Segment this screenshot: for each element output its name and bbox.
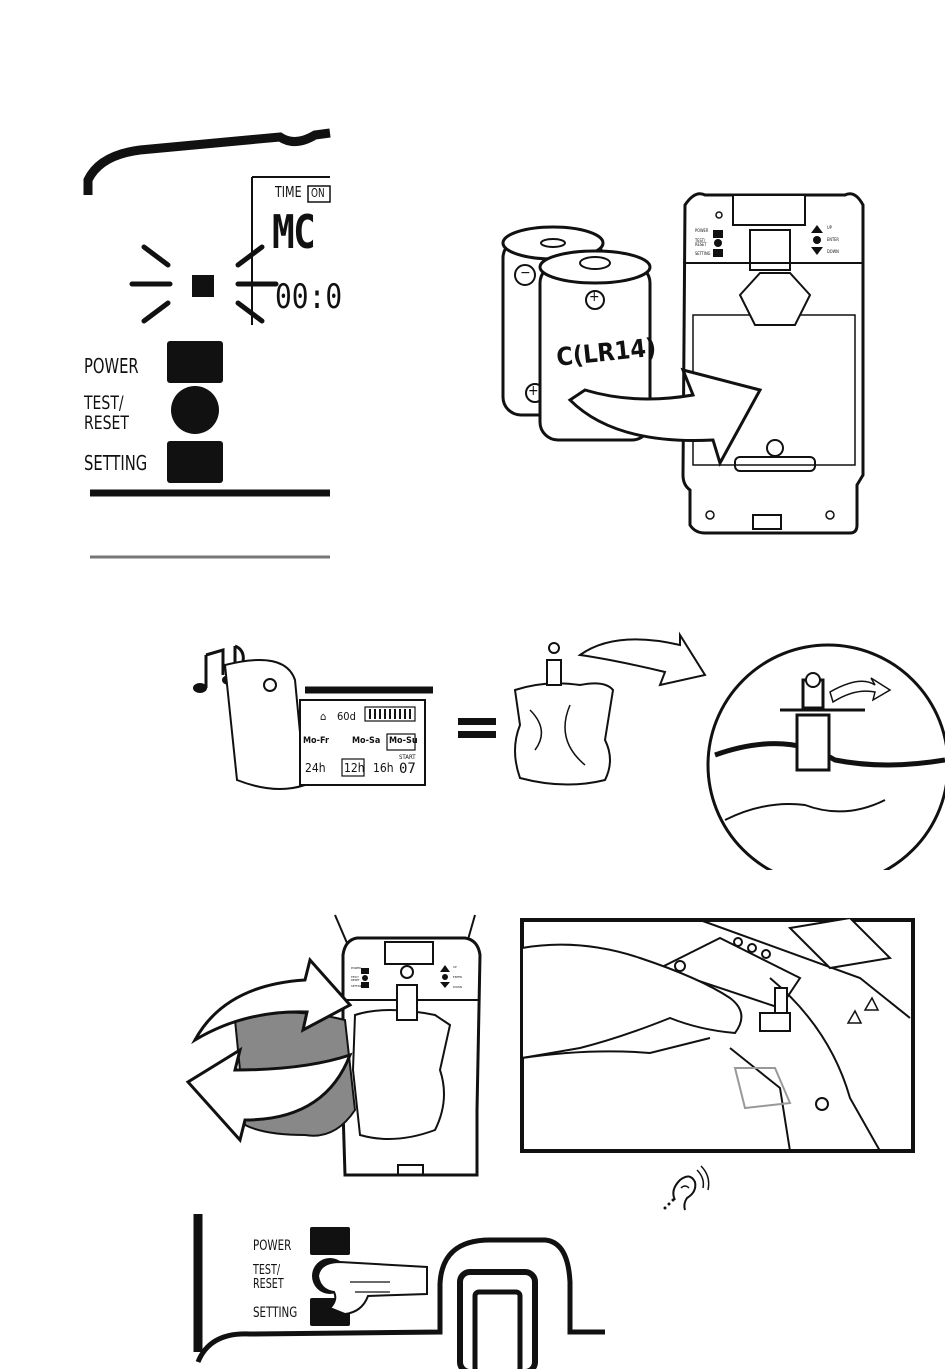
unit-down-label: DOWN xyxy=(827,249,839,254)
power-button[interactable] xyxy=(167,341,223,383)
test-label-line2: RESET xyxy=(253,1278,284,1292)
lcd-16h: 16h xyxy=(373,761,394,775)
test-label: TEST/ RESET xyxy=(84,393,129,433)
lcd-bell-icon: ⌂ xyxy=(320,710,326,723)
test-reset-button[interactable] xyxy=(171,386,219,434)
panel-empty-refill: ⌂ 60d Mo-Fr Mo-Sa Mo-Su 24h 12h 16h STAR… xyxy=(185,630,945,870)
panel-battery-insertion: C(LR14) + − + POWER TEST/ RESET SETTING … xyxy=(495,185,875,540)
empty-refill-drawing xyxy=(185,630,945,870)
lcd-time-label: TIME xyxy=(275,183,302,201)
remove-arrow-icon xyxy=(580,635,705,685)
lcd-clock-text: 00:0 xyxy=(275,277,342,317)
test-label: TEST/ RESET xyxy=(253,1264,284,1292)
setting-button[interactable] xyxy=(167,441,223,483)
power-button[interactable] xyxy=(310,1227,350,1255)
unit-down-label: DOWN xyxy=(453,985,462,989)
test-label-line1: TEST/ xyxy=(84,393,129,413)
unit-power-label: POWER xyxy=(351,966,361,970)
lcd-mo-fr: Mo-Fr xyxy=(303,736,329,746)
power-label: POWER xyxy=(84,354,139,378)
battery-minus-sign: − xyxy=(520,265,531,281)
power-label: POWER xyxy=(253,1238,291,1254)
panel-insert-refill: POWER TEST/ RESET SETTING UP ENTER DOWN xyxy=(185,910,495,1185)
setting-label: SETTING xyxy=(84,451,147,475)
unit-test-label: TEST/ RESET xyxy=(695,239,711,247)
lcd-on-label: ON xyxy=(311,186,325,200)
unit-setting-label: SETTING xyxy=(351,984,363,988)
lcd-24h: 24h xyxy=(305,761,326,775)
pressing-hand-icon xyxy=(318,1262,427,1314)
lcd-mo-su: Mo-Su xyxy=(389,736,418,746)
unit-setting-label: SETTING xyxy=(695,251,710,256)
lcd-start-value: 07 xyxy=(399,761,416,777)
setting-label: SETTING xyxy=(253,1305,297,1321)
lcd-days: 60d xyxy=(337,710,356,723)
lcd-start: START xyxy=(399,754,416,761)
unit-enter-label: ENTER xyxy=(827,237,839,242)
listen-click-icon xyxy=(655,1160,715,1220)
unit-up-label: UP xyxy=(827,225,832,230)
battery-plus-sign-back: + xyxy=(528,383,539,399)
test-label-line2: RESET xyxy=(84,413,129,433)
panel-press-test: POWER TEST/ RESET SETTING xyxy=(190,1212,610,1369)
battery-insertion-drawing xyxy=(495,185,875,540)
lcd-12h: 12h xyxy=(344,761,365,775)
panel-finger-closeup xyxy=(520,918,915,1153)
unit-up-label: UP xyxy=(453,965,457,969)
finger-closeup-drawing xyxy=(520,918,915,1153)
test-label-line1: TEST/ xyxy=(253,1264,284,1278)
battery-plus-sign: + xyxy=(589,289,600,305)
unit-power-label: POWER xyxy=(695,228,708,233)
lcd-mo-sa: Mo-Sa xyxy=(352,736,380,746)
unit-test-label: TEST/ RESET xyxy=(351,976,360,982)
unit-enter-label: ENTER xyxy=(453,975,462,979)
indicator-square xyxy=(192,275,214,297)
insert-refill-drawing xyxy=(185,910,495,1185)
panel-control-closeup: TIME ON MC 00:0 POWER TEST/ RESET SETTIN… xyxy=(80,125,340,565)
lcd-day-text: MC xyxy=(272,205,314,259)
